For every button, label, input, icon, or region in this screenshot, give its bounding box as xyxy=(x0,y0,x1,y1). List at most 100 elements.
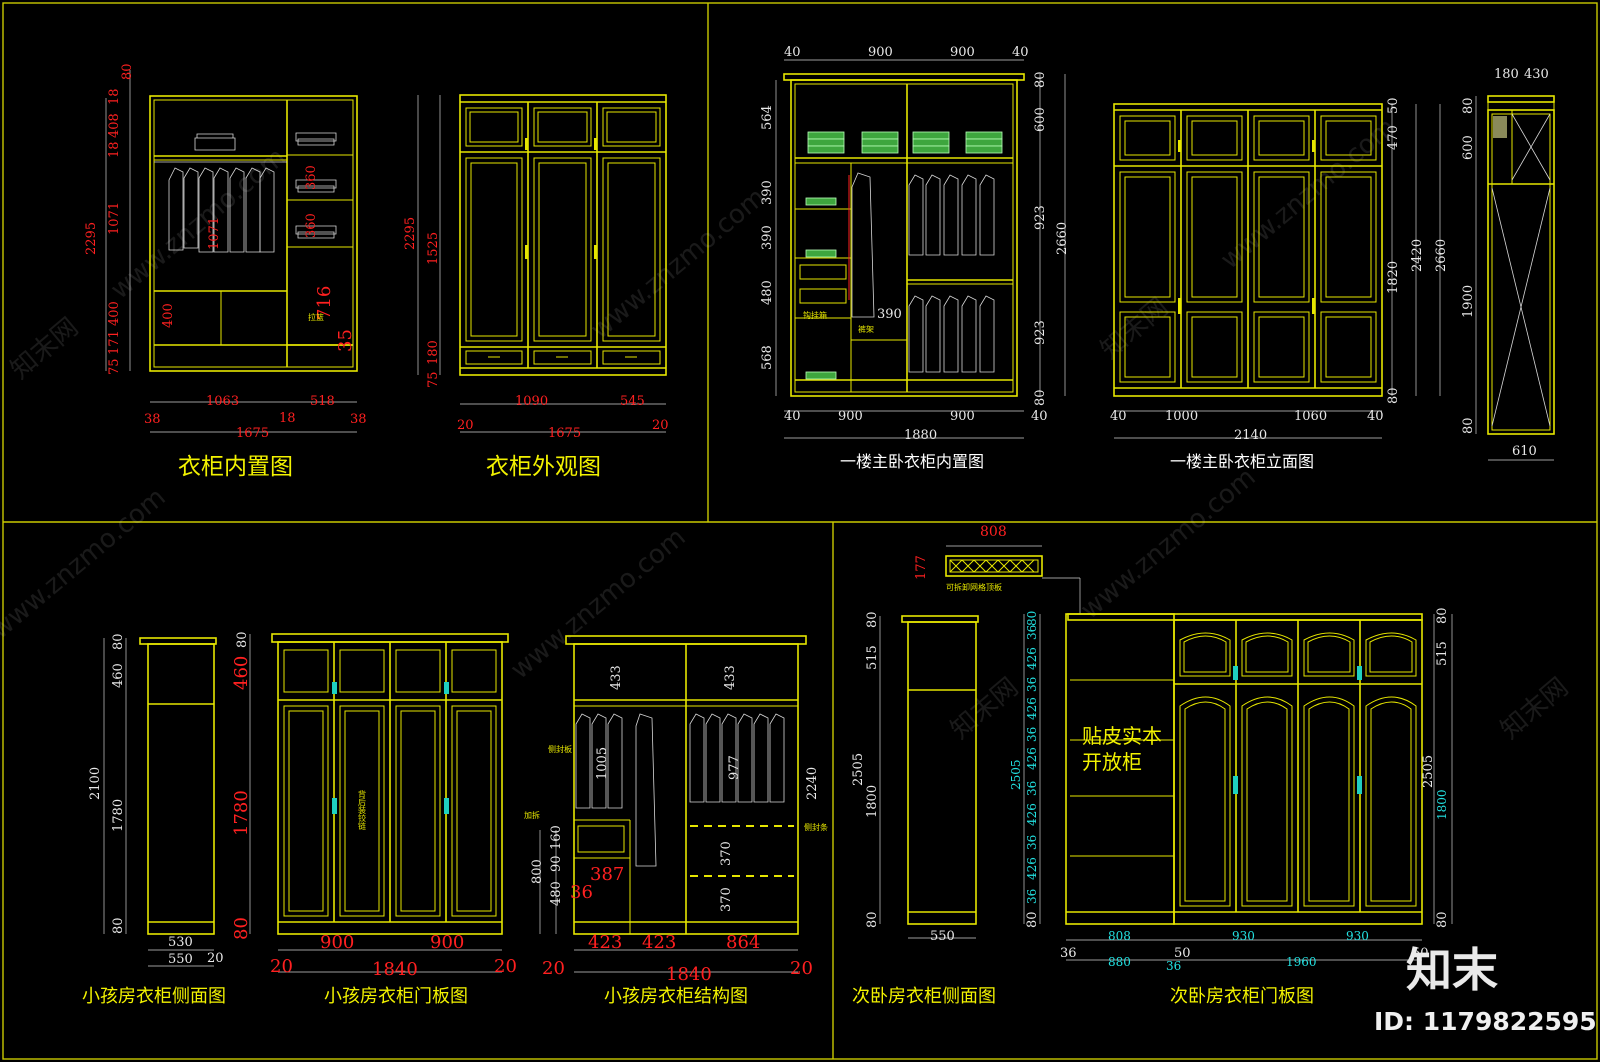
drawing-title: 衣柜内置图 xyxy=(178,454,293,480)
dim-label: 90 xyxy=(549,855,564,872)
dim-label: 400 xyxy=(107,301,122,326)
watermark-text: www.znzmo.com xyxy=(1215,112,1401,275)
watermark-text: 知末网 xyxy=(5,312,84,385)
dim-label: 2505 xyxy=(1421,755,1436,788)
dim-label: 390 xyxy=(760,225,775,250)
dim-label: 480 xyxy=(760,280,775,305)
dim-label: 80 xyxy=(1461,417,1476,434)
dim-label: 36 xyxy=(1025,889,1039,904)
dim-label: 80 xyxy=(1435,911,1450,928)
dim-label: 50 xyxy=(1412,946,1429,961)
dim-label: 80 xyxy=(111,633,126,650)
dim-label: 18 xyxy=(107,141,122,158)
dim-label: 460 xyxy=(111,663,126,688)
dim-label: 550 xyxy=(930,929,955,944)
panel-wardrobe-exterior: 2295 1525 180 75 1090 545 20 1675 20 衣柜外… xyxy=(403,94,669,480)
dim-label: 2100 xyxy=(88,767,103,800)
dim-label: 370 xyxy=(719,841,734,866)
dim-label: 1840 xyxy=(372,959,418,980)
dim-label: 2295 xyxy=(84,222,99,255)
dim-label: 2660 xyxy=(1434,239,1449,272)
dim-label: 40 xyxy=(1110,409,1127,424)
watermark-text: www.znzmo.com xyxy=(505,522,691,685)
dim-label: 370 xyxy=(719,887,734,912)
dim-label: 390 xyxy=(877,307,902,322)
dim-label: 80 xyxy=(111,917,126,934)
dim-label: 38 xyxy=(144,412,161,427)
note-label: 加拆 xyxy=(524,810,540,820)
dim-label: 930 xyxy=(1232,929,1255,943)
dim-label: 864 xyxy=(726,932,760,953)
dim-label: 80 xyxy=(1435,607,1450,624)
dim-label: 80 xyxy=(1033,389,1048,406)
dim-label: 360 xyxy=(304,165,319,190)
dim-label: 600 xyxy=(1461,135,1476,160)
dim-label: 808 xyxy=(1108,929,1131,943)
dim-label: 2505 xyxy=(851,753,866,786)
dim-label: 18 xyxy=(107,88,122,105)
dim-label: 515 xyxy=(1435,641,1450,666)
panel-kids-side: 80 460 1780 80 2100 530 550 20 小孩房衣柜侧面图 xyxy=(82,633,226,1007)
dim-label: 480 xyxy=(549,881,564,906)
note-label: 开放柜 xyxy=(1082,750,1142,774)
dim-label: 1090 xyxy=(515,394,548,409)
panel-second-side: 80 515 1800 80 2505 550 次卧房衣柜侧面图 xyxy=(851,611,996,1007)
panel-kids-structure: 433 433 1005 977 2240 370 370 侧封板 侧封条 加拆… xyxy=(524,635,828,1007)
dim-label: 880 xyxy=(1108,955,1131,969)
dim-label: 610 xyxy=(1512,444,1537,459)
dim-label: 80 xyxy=(1386,387,1401,404)
dim-label: 36 xyxy=(1025,727,1039,742)
dim-label: 2295 xyxy=(403,217,418,250)
brand-logo: 知末 xyxy=(1406,943,1498,997)
drawing-title: 一楼主卧衣柜内置图 xyxy=(840,452,984,471)
dim-label: 900 xyxy=(868,45,893,60)
drawing-title: 次卧房衣柜侧面图 xyxy=(852,986,996,1007)
dim-label: 426 xyxy=(1025,647,1039,670)
note-label: 拉篮 xyxy=(308,312,324,322)
dim-label: 80 xyxy=(1033,71,1048,88)
dim-label: 40 xyxy=(784,409,801,424)
dim-label: 1071 xyxy=(207,217,222,250)
dim-label: 1820 xyxy=(1386,261,1401,294)
dim-label: 80 xyxy=(235,631,250,648)
dim-label: 80 xyxy=(865,911,880,928)
note-label: 可拆卸网格顶板 xyxy=(946,582,1002,592)
dim-label: 1800 xyxy=(865,785,880,818)
dim-label: 716 xyxy=(314,286,335,320)
dim-label: 36 xyxy=(1025,781,1039,796)
dim-label: 2240 xyxy=(805,767,820,800)
dim-label: 20 xyxy=(652,418,669,433)
dim-label: 80 xyxy=(1025,911,1040,928)
dim-label: 2420 xyxy=(1410,239,1425,272)
dim-label: 433 xyxy=(609,665,624,690)
dim-label: 80 xyxy=(1025,611,1039,626)
dim-label: 530 xyxy=(168,935,193,950)
dim-label: 2140 xyxy=(1234,428,1267,443)
dim-label: 900 xyxy=(838,409,863,424)
image-id-label: ID: 1179822595 xyxy=(1374,1007,1597,1036)
dim-label: 177 xyxy=(914,555,929,580)
dim-label: 1675 xyxy=(236,426,269,441)
dim-label: 1675 xyxy=(548,426,581,441)
dim-label: 180 xyxy=(426,340,441,365)
dim-label: 1060 xyxy=(1294,409,1327,424)
dim-label: 426 xyxy=(1025,747,1039,770)
note-label: 背后装铰链 xyxy=(358,789,367,831)
dim-label: 423 xyxy=(588,932,622,953)
dim-label: 900 xyxy=(950,409,975,424)
brand-block: 知末 ID: 1179822595 xyxy=(1374,943,1597,1036)
watermark-text: 知末网 xyxy=(945,672,1024,745)
dim-label: 36 xyxy=(1025,835,1039,850)
panel-master-elevation: 50 470 1820 80 2420 2660 40 1000 1060 40… xyxy=(1110,67,1555,471)
dim-label: 1960 xyxy=(1286,955,1317,969)
dim-label: 40 xyxy=(784,45,801,60)
dim-label: 430 xyxy=(1524,67,1549,82)
dim-label: 518 xyxy=(310,394,335,409)
dim-label: 426 xyxy=(1025,697,1039,720)
dim-label: 36 xyxy=(1166,959,1181,973)
dim-label: 50 xyxy=(1174,946,1191,961)
dim-label: 18 xyxy=(279,411,296,426)
dim-label: 50 xyxy=(1386,97,1401,114)
dim-label: 20 xyxy=(790,958,813,979)
dim-label: 36 xyxy=(1025,625,1039,640)
